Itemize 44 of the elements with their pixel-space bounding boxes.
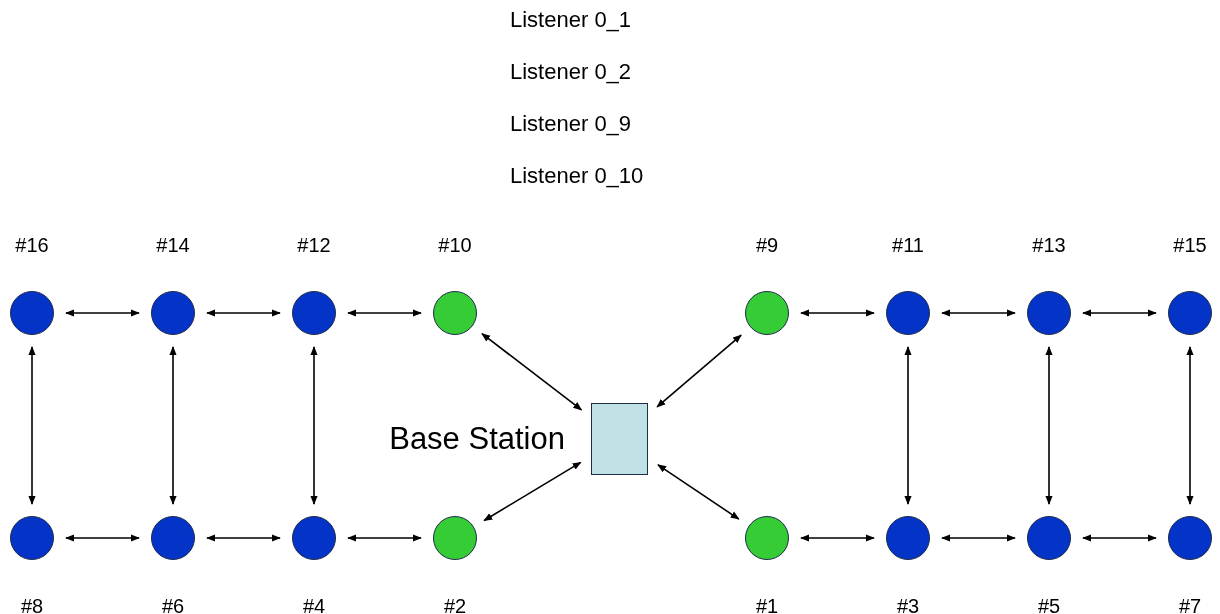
node-label: #9: [755, 233, 779, 257]
double-arrow: [800, 534, 875, 542]
double-arrow: [941, 534, 1016, 542]
listener-label: Listener 0_10: [510, 163, 644, 189]
node-label: #12: [297, 233, 331, 257]
double-arrow: [347, 534, 422, 542]
double-arrow: [1082, 534, 1157, 542]
node-label: #2: [443, 594, 467, 614]
double-arrow: [65, 534, 140, 542]
double-arrow: [483, 461, 582, 522]
listener-label: Listener 0_1: [510, 7, 632, 33]
double-arrow: [1045, 346, 1053, 505]
double-arrow: [800, 309, 875, 317]
double-arrow: [206, 309, 281, 317]
base-station-box: [591, 403, 648, 475]
double-arrow: [65, 309, 140, 317]
node-label: #13: [1032, 233, 1066, 257]
node-label: #16: [15, 233, 49, 257]
listener-label: Listener 0_2: [510, 59, 632, 85]
node-label: #10: [438, 233, 472, 257]
double-arrow: [481, 332, 583, 411]
double-arrow: [206, 534, 281, 542]
node-label: #15: [1173, 233, 1207, 257]
node-label: #7: [1178, 594, 1202, 614]
listener-label: Listener 0_9: [510, 111, 632, 137]
node-label: #8: [20, 594, 44, 614]
double-arrow: [657, 464, 740, 520]
node-label: #11: [892, 233, 924, 257]
double-arrow: [904, 346, 912, 505]
node-label: #14: [156, 233, 190, 257]
double-arrow: [1082, 309, 1157, 317]
node-label: #3: [896, 594, 920, 614]
double-arrow: [28, 346, 36, 505]
node-label: #6: [161, 594, 185, 614]
double-arrow: [347, 309, 422, 317]
double-arrow: [169, 346, 177, 505]
double-arrow: [656, 334, 742, 408]
double-arrow: [941, 309, 1016, 317]
node-label: #4: [302, 594, 326, 614]
double-arrow: [310, 346, 318, 505]
double-arrow: [1186, 346, 1194, 505]
node-label: #5: [1037, 594, 1061, 614]
node-caption: Base Station: [389, 420, 565, 458]
node-label: #1: [755, 594, 779, 614]
